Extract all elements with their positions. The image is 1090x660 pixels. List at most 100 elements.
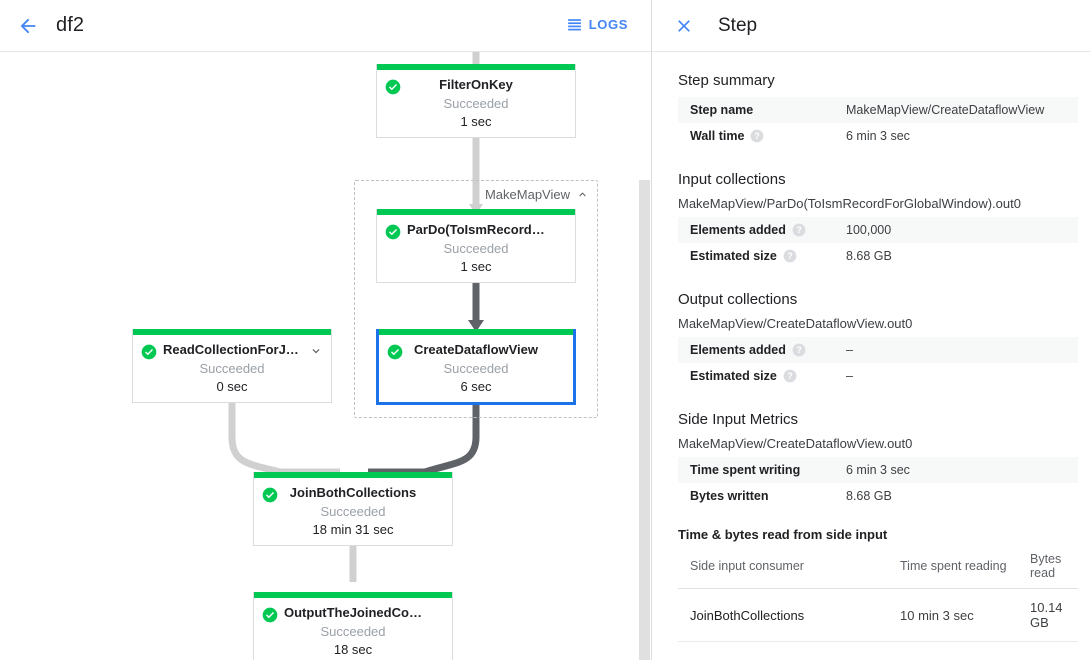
help-icon[interactable]: ? <box>783 249 797 263</box>
table-row: JoinBothCollections 10 min 3 sec 10.14 G… <box>678 588 1078 642</box>
table-row: Step name MakeMapView/CreateDataflowView <box>678 97 1078 123</box>
node-status: Succeeded <box>443 241 509 256</box>
row-value: 8.68 GB <box>846 489 892 503</box>
row-value: – <box>846 343 853 357</box>
row-key: Elements added <box>690 223 786 237</box>
cell-time: 10 min 3 sec <box>888 588 1018 642</box>
side-input-read-table: Side input consumer Time spent reading B… <box>678 546 1078 642</box>
top-app-bar: df2 LOGS <box>0 0 651 52</box>
table-row: Elements added? 100,000 <box>678 217 1078 243</box>
node-time: 1 sec <box>460 259 492 274</box>
job-graph-canvas[interactable]: MakeMapView FilterOnKey Succeeded 1 se <box>0 52 651 660</box>
table-row: Bytes written 8.68 GB <box>678 483 1078 509</box>
row-key: Time spent writing <box>690 463 801 477</box>
step-summary-table: Step name MakeMapView/CreateDataflowView… <box>678 97 1078 149</box>
graph-node-output-the-joined-collection[interactable]: OutputTheJoinedCollec… Succeeded 18 sec <box>253 592 453 660</box>
node-time: 18 min 31 sec <box>312 522 394 537</box>
table-row: Estimated size? – <box>678 363 1078 389</box>
group-collapse-toggle[interactable]: MakeMapView <box>485 187 589 202</box>
node-status-bar <box>254 592 452 598</box>
cell-bytes: 10.14 GB <box>1018 588 1078 642</box>
node-time: 6 sec <box>460 379 492 394</box>
logs-button[interactable]: LOGS <box>560 13 634 36</box>
node-title: ParDo(ToIsmRecordFor… <box>407 222 566 237</box>
graph-scrollbar-thumb[interactable] <box>639 180 650 660</box>
node-status-bar <box>379 329 573 335</box>
node-title: JoinBothCollections <box>289 485 417 500</box>
row-key: Elements added <box>690 343 786 357</box>
help-icon[interactable]: ? <box>792 223 806 237</box>
node-status-bar <box>377 209 575 215</box>
edge-readcollection-join <box>228 394 340 476</box>
help-icon[interactable]: ? <box>783 369 797 383</box>
graph-node-filter-on-key[interactable]: FilterOnKey Succeeded 1 sec <box>376 64 576 138</box>
svg-text:?: ? <box>787 251 792 261</box>
graph-group-makemapview[interactable]: MakeMapView <box>354 180 598 418</box>
row-key: Bytes written <box>690 489 769 503</box>
input-collection-name: MakeMapView/ParDo(ToIsmRecordForGlobalWi… <box>678 196 1021 211</box>
graph-node-pardo-toismrecordfor[interactable]: ParDo(ToIsmRecordFor… Succeeded 1 sec <box>376 209 576 283</box>
back-button[interactable] <box>8 6 48 46</box>
node-title: ReadCollectionForJoin <box>163 342 306 357</box>
node-status: Succeeded <box>443 361 509 376</box>
page-title: df2 <box>56 14 85 36</box>
job-graph-pane: df2 LOGS <box>0 0 652 660</box>
table-row: Time spent writing 6 min 3 sec <box>678 457 1078 483</box>
side-input-metrics-table: Time spent writing 6 min 3 sec Bytes wri… <box>678 457 1078 509</box>
node-title: CreateDataflowView <box>413 342 539 357</box>
output-collection-name: MakeMapView/CreateDataflowView.out0 <box>678 316 913 331</box>
check-circle-icon <box>262 487 278 503</box>
input-collections-heading: Input collections <box>678 171 786 188</box>
column-header-bytes: Bytes read <box>1018 546 1078 589</box>
row-value: 100,000 <box>846 223 892 237</box>
node-time: 18 sec <box>333 642 373 657</box>
step-panel-body: Step summary Step name MakeMapView/Creat… <box>652 52 1090 660</box>
node-status: Succeeded <box>320 624 386 639</box>
svg-text:?: ? <box>787 371 792 381</box>
row-value: 8.68 GB <box>846 249 892 263</box>
graph-node-join-both-collections[interactable]: JoinBothCollections Succeeded 18 min 31 … <box>253 472 453 546</box>
step-detail-panel: Step Step summary Step name MakeMapView/… <box>652 0 1090 660</box>
graph-vertical-scrollbar[interactable] <box>639 52 650 660</box>
check-circle-icon <box>141 344 157 360</box>
chevron-down-icon[interactable] <box>309 344 323 358</box>
output-collections-table: Elements added? – Estimated size? – <box>678 337 1078 389</box>
step-panel-header: Step <box>652 0 1090 52</box>
group-label: MakeMapView <box>484 187 570 202</box>
table-row: Estimated size? 8.68 GB <box>678 243 1078 269</box>
output-collections-heading: Output collections <box>678 291 798 308</box>
step-summary-heading: Step summary <box>678 72 775 89</box>
graph-node-create-dataflow-view[interactable]: CreateDataflowView Succeeded 6 sec <box>376 329 576 405</box>
help-icon[interactable]: ? <box>792 343 806 357</box>
close-panel-button[interactable] <box>666 8 702 44</box>
column-header-time: Time spent reading <box>888 546 1018 589</box>
node-status: Succeeded <box>199 361 265 376</box>
edge-createdataflowview-join <box>368 392 480 476</box>
row-value: MakeMapView/CreateDataflowView <box>846 103 1045 117</box>
arrow-left-icon <box>20 18 36 33</box>
table-row: Wall time? 6 min 3 sec <box>678 123 1078 149</box>
svg-text:?: ? <box>755 131 760 141</box>
node-status-bar <box>254 472 452 478</box>
graph-node-read-collection-for-join[interactable]: ReadCollectionForJoin Succeeded 0 sec <box>132 329 332 403</box>
node-status: Succeeded <box>320 504 386 519</box>
check-circle-icon <box>262 607 278 623</box>
row-key: Wall time <box>690 129 745 143</box>
row-key: Estimated size <box>690 249 777 263</box>
help-icon[interactable]: ? <box>750 129 764 143</box>
row-value: 6 min 3 sec <box>846 463 910 477</box>
svg-text:?: ? <box>796 225 801 235</box>
node-title: FilterOnKey <box>439 77 513 92</box>
row-key: Estimated size <box>690 369 777 383</box>
row-key: Step name <box>690 103 754 117</box>
logs-list-icon <box>567 19 581 31</box>
node-status: Succeeded <box>443 96 509 111</box>
node-title: OutputTheJoinedCollec… <box>284 605 444 620</box>
table-header-row: Side input consumer Time spent reading B… <box>678 546 1078 589</box>
column-header-consumer: Side input consumer <box>678 546 888 589</box>
node-time: 0 sec <box>216 379 248 394</box>
check-circle-icon <box>385 224 401 240</box>
cell-consumer: JoinBothCollections <box>678 588 888 642</box>
check-circle-icon <box>385 79 401 95</box>
side-input-read-title: Time & bytes read from side input <box>678 527 888 542</box>
